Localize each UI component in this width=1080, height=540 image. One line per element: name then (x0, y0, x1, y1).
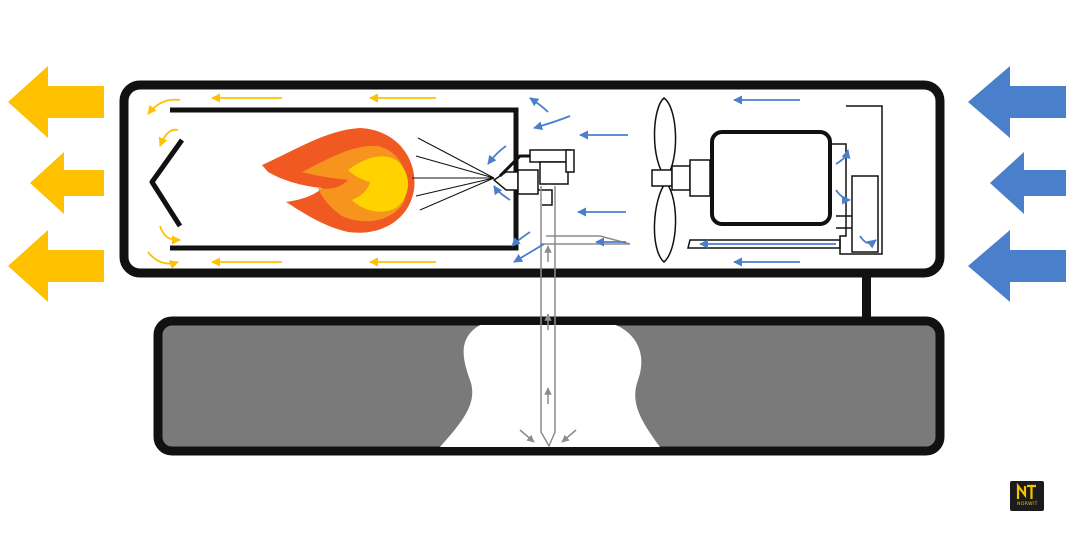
left-arrow-icon (968, 230, 1066, 302)
left-arrow-icon (990, 152, 1066, 214)
hot-air-outlet-arrows (8, 66, 104, 302)
propeller-icon (651, 97, 711, 263)
burner-nozzle (492, 149, 575, 206)
motor-icon (710, 130, 832, 226)
fuel-flow-arrows (519, 245, 577, 443)
left-arrow-icon (30, 152, 104, 214)
air-intake-plate (687, 239, 841, 249)
cold-air-flow-arrows (487, 95, 877, 267)
left-arrow-icon (8, 230, 104, 302)
brand-name: NORWIT (1016, 501, 1038, 507)
fuel-pickup-tube (540, 186, 631, 448)
stand-post (862, 276, 871, 318)
cold-air-inlet-arrows (968, 66, 1066, 302)
flame-icon (262, 128, 415, 233)
fuel-spray-lines (412, 137, 495, 211)
fuel-tank (153, 316, 945, 456)
fuel-tank-cutaway (440, 325, 660, 447)
hot-air-flow-arrows (147, 93, 436, 269)
left-arrow-icon (8, 66, 104, 138)
brand-logo: NORWIT (1010, 481, 1044, 511)
deflector-plate (149, 138, 185, 228)
left-arrow-icon (968, 66, 1066, 138)
nt-logo-icon (1016, 483, 1036, 499)
